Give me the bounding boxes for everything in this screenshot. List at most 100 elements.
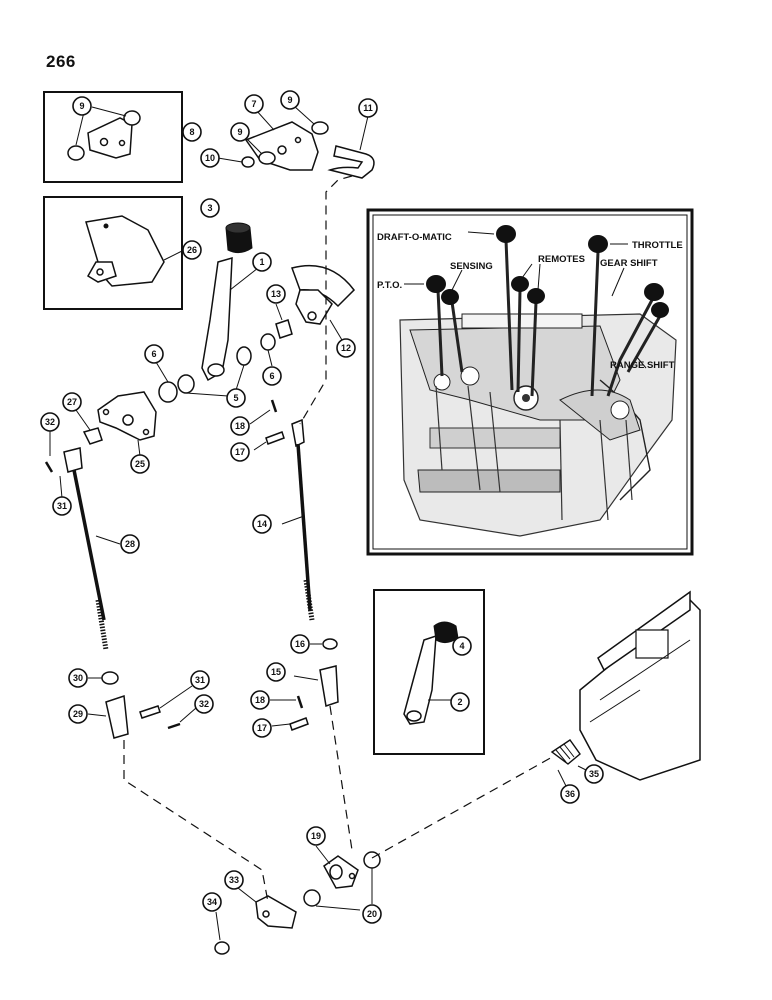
svg-text:6: 6 bbox=[151, 349, 156, 359]
callout-9b: 9 bbox=[280, 90, 300, 110]
label-range-shift: RANGE SHIFT bbox=[610, 360, 675, 371]
rod-14 bbox=[281, 418, 315, 621]
svg-text:30: 30 bbox=[73, 673, 83, 683]
svg-text:5: 5 bbox=[233, 393, 238, 403]
svg-text:8: 8 bbox=[189, 127, 194, 137]
callout-6a: 6 bbox=[144, 344, 164, 364]
callout-27: 27 bbox=[62, 392, 82, 412]
svg-text:9: 9 bbox=[79, 101, 84, 111]
svg-text:17: 17 bbox=[235, 447, 245, 457]
callout-35: 35 bbox=[584, 764, 604, 784]
label-throttle: THROTTLE bbox=[632, 240, 683, 251]
svg-text:29: 29 bbox=[73, 709, 83, 719]
callout-5: 5 bbox=[226, 388, 246, 408]
svg-text:25: 25 bbox=[135, 459, 145, 469]
svg-text:34: 34 bbox=[207, 897, 217, 907]
svg-text:15: 15 bbox=[271, 667, 281, 677]
callout-9a: 9 bbox=[72, 96, 92, 116]
u-pin-11 bbox=[327, 115, 375, 179]
pins-17-18-upper bbox=[249, 399, 285, 451]
svg-text:10: 10 bbox=[205, 153, 215, 163]
svg-text:4: 4 bbox=[459, 641, 464, 651]
callout-32b: 32 bbox=[194, 694, 214, 714]
detail-box-8 bbox=[43, 91, 183, 183]
svg-text:3: 3 bbox=[207, 203, 212, 213]
callout-25: 25 bbox=[130, 454, 150, 474]
svg-text:33: 33 bbox=[229, 875, 239, 885]
callout-32a: 32 bbox=[40, 412, 60, 432]
clevis-29-group bbox=[87, 671, 197, 739]
callout-15: 15 bbox=[266, 662, 286, 682]
callout-31b: 31 bbox=[190, 670, 210, 690]
callout-26: 26 bbox=[182, 240, 202, 260]
svg-text:18: 18 bbox=[255, 695, 265, 705]
svg-text:31: 31 bbox=[57, 501, 67, 511]
callout-9c: 9 bbox=[230, 122, 250, 142]
callout-34: 34 bbox=[202, 892, 222, 912]
callout-30: 30 bbox=[68, 668, 88, 688]
callout-2: 2 bbox=[450, 692, 470, 712]
svg-text:26: 26 bbox=[187, 245, 197, 255]
callout-17b: 17 bbox=[252, 718, 272, 738]
axle-housing bbox=[550, 590, 701, 787]
detail-box-2 bbox=[373, 589, 485, 755]
svg-text:35: 35 bbox=[589, 769, 599, 779]
lever-1 bbox=[201, 256, 259, 382]
rod-28 bbox=[44, 430, 121, 651]
svg-text:7: 7 bbox=[251, 99, 256, 109]
page-number: 266 bbox=[46, 52, 76, 71]
callout-3: 3 bbox=[200, 198, 220, 218]
callout-20a: 20 bbox=[362, 904, 382, 924]
callout-33: 33 bbox=[224, 870, 244, 890]
svg-text:9: 9 bbox=[237, 127, 242, 137]
centerline-center bbox=[329, 705, 353, 851]
svg-text:31: 31 bbox=[195, 675, 205, 685]
callout-1: 1 bbox=[252, 252, 272, 272]
svg-text:28: 28 bbox=[125, 539, 135, 549]
quadrant-12 bbox=[291, 264, 355, 341]
centerline-right bbox=[371, 755, 555, 859]
label-remotes: REMOTES bbox=[538, 254, 585, 265]
svg-text:9: 9 bbox=[287, 95, 292, 105]
callout-14: 14 bbox=[252, 514, 272, 534]
svg-text:19: 19 bbox=[311, 831, 321, 841]
svg-text:32: 32 bbox=[199, 699, 209, 709]
callout-28: 28 bbox=[120, 534, 140, 554]
svg-text:1: 1 bbox=[259, 257, 264, 267]
centerline-left bbox=[123, 740, 269, 903]
svg-text:16: 16 bbox=[295, 639, 305, 649]
callout-36: 36 bbox=[560, 784, 580, 804]
bracket-25 bbox=[75, 391, 157, 457]
callout-18b: 18 bbox=[250, 690, 270, 710]
callout-11: 11 bbox=[358, 98, 378, 118]
svg-text:14: 14 bbox=[257, 519, 267, 529]
lever-33 bbox=[214, 887, 297, 955]
callout-13: 13 bbox=[266, 284, 286, 304]
callout-16: 16 bbox=[290, 634, 310, 654]
callout-17a: 17 bbox=[230, 442, 250, 462]
callout-10: 10 bbox=[200, 148, 220, 168]
label-sensing: SENSING bbox=[450, 261, 493, 272]
svg-text:27: 27 bbox=[67, 397, 77, 407]
callout-7: 7 bbox=[244, 94, 264, 114]
control-console-inset: DRAFT-O-MATIC THROTTLE REMOTES SENSING G… bbox=[366, 208, 694, 556]
svg-text:13: 13 bbox=[271, 289, 281, 299]
svg-text:6: 6 bbox=[269, 371, 274, 381]
svg-text:18: 18 bbox=[235, 421, 245, 431]
callout-29: 29 bbox=[68, 704, 88, 724]
label-draft-o-matic: DRAFT-O-MATIC bbox=[377, 232, 452, 243]
label-pto: P.T.O. bbox=[377, 280, 402, 291]
svg-text:32: 32 bbox=[45, 417, 55, 427]
callout-12: 12 bbox=[336, 338, 356, 358]
centerline-upper bbox=[299, 175, 353, 425]
callout-4: 4 bbox=[452, 636, 472, 656]
bushings-washers bbox=[155, 303, 293, 403]
detail-box-26 bbox=[43, 196, 185, 310]
svg-text:36: 36 bbox=[565, 789, 575, 799]
svg-text:20: 20 bbox=[367, 909, 377, 919]
svg-text:17: 17 bbox=[257, 723, 267, 733]
svg-text:11: 11 bbox=[363, 103, 373, 113]
bracket-7-group bbox=[217, 105, 329, 171]
callout-8: 8 bbox=[182, 122, 202, 142]
